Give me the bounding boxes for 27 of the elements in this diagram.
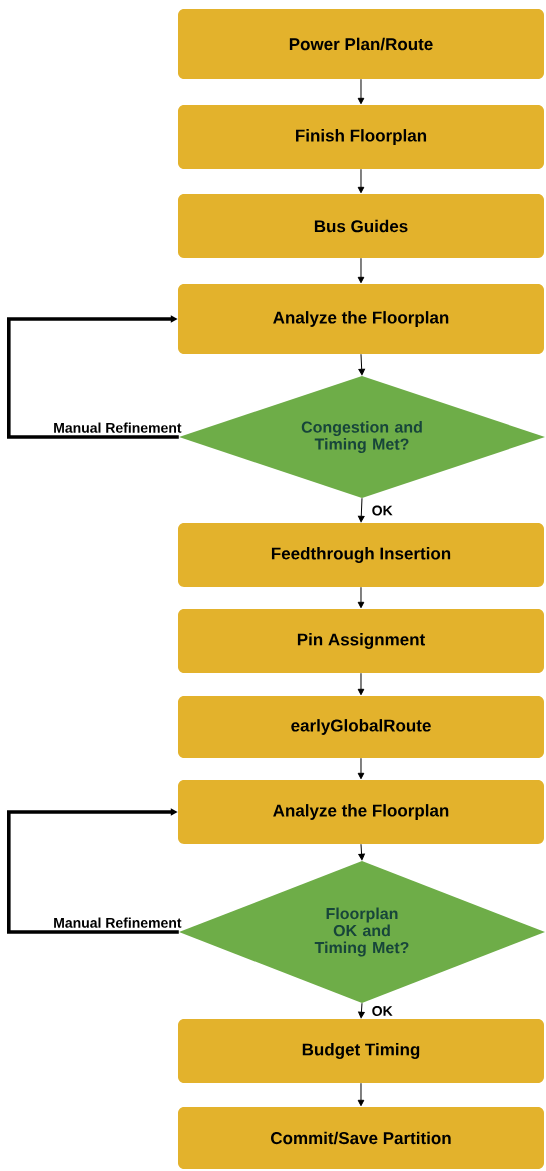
process-box: Pin Assignment — [178, 609, 544, 673]
arrow — [357, 497, 365, 523]
edge-label: OK — [372, 1006, 393, 1016]
feedback-arrow — [7, 808, 179, 934]
process-box: Analyze the Floorplan — [178, 780, 544, 844]
arrow — [357, 78, 365, 105]
arrow — [357, 168, 365, 194]
process-box: Budget Timing — [178, 1019, 544, 1083]
process-box: Commit/Save Partition — [178, 1107, 544, 1169]
feedback-arrow — [7, 315, 179, 439]
edge-label: OK — [372, 505, 393, 516]
arrow — [358, 843, 365, 861]
process-box: Finish Floorplan — [178, 105, 544, 169]
arrow — [357, 757, 365, 780]
arrow — [357, 257, 365, 284]
process-box: Bus Guides — [178, 194, 544, 258]
process-box: Power Plan/Route — [178, 9, 544, 79]
process-box: earlyGlobalRoute — [178, 696, 544, 758]
process-box: Analyze the Floorplan — [178, 284, 544, 354]
arrow — [358, 1002, 365, 1019]
arrow — [358, 353, 365, 376]
arrow — [357, 586, 365, 609]
arrow — [357, 672, 365, 696]
arrow — [357, 1082, 365, 1107]
edge-label: Manual Refinement — [54, 422, 182, 433]
process-box: Feedthrough Insertion — [178, 523, 544, 587]
edge-label: Manual Refinement — [54, 917, 182, 928]
